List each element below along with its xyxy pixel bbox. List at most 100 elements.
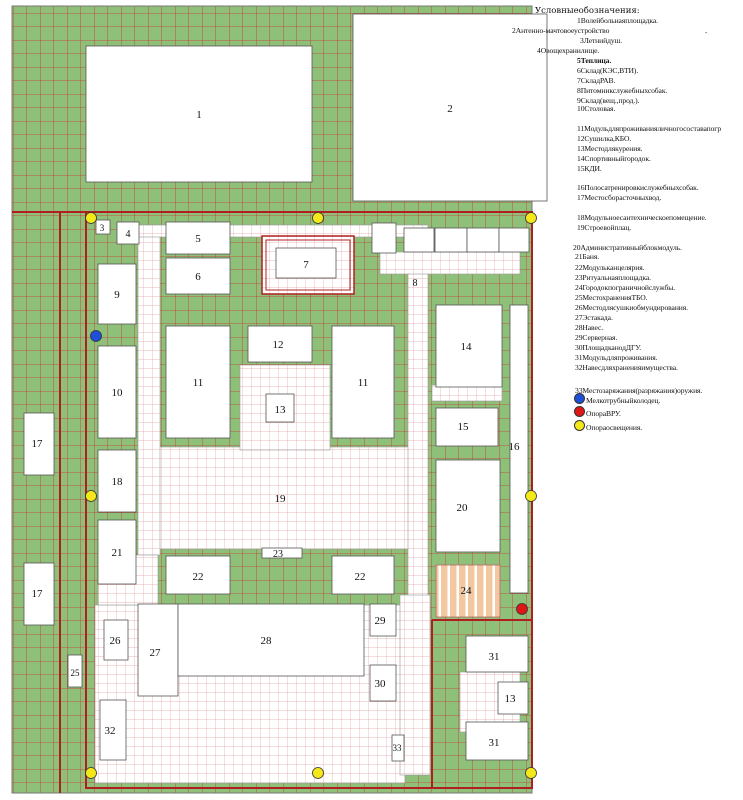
light-pole [85, 212, 97, 224]
building-4 [116, 221, 140, 245]
legend-item: 4Овощехранилище. [537, 46, 600, 55]
building-13-top [265, 393, 295, 423]
legend-item: 5Теплица. [577, 56, 612, 65]
building-9 [97, 263, 137, 325]
building-6 [165, 257, 231, 295]
vru-pole [516, 603, 528, 615]
building-27 [137, 603, 179, 697]
poles-and-wells [85, 212, 537, 779]
legend-item: 33Местозаряжания(разряжания)оружия. [575, 386, 703, 395]
legend-item: 32Навесдляхраненияимущества. [575, 363, 678, 372]
building-22-left [165, 555, 231, 595]
building-26 [103, 619, 129, 661]
building-8-block-a [371, 222, 397, 254]
label-5: 5 [195, 233, 201, 245]
building-29 [369, 603, 397, 637]
light-pole [312, 212, 324, 224]
label-12: 12 [273, 339, 284, 351]
building-17-top [23, 412, 55, 476]
legend-item: 9Склад(вещ.,прод.). [577, 96, 640, 105]
legend-item: 30ПлощадканодДГУ. [575, 343, 642, 352]
legend-item: 26Местодлясушкиобмундирования. [575, 303, 688, 312]
label-24: 24 [461, 585, 473, 597]
building-7 [275, 247, 337, 279]
legend-item: 3Летнийдуш. [580, 36, 623, 45]
legend-item: 23Ритуальнаяплощадка. [575, 273, 651, 282]
label-20: 20 [457, 502, 469, 514]
light-pole [85, 490, 97, 502]
building-23 [261, 547, 303, 559]
label-2: 2 [447, 103, 453, 115]
light-pole [312, 767, 324, 779]
parade-ground-paving [152, 446, 414, 550]
legend-item: 8Питомникслужебныхсобак. [577, 86, 668, 95]
label-9: 9 [114, 289, 120, 301]
legend-item: 17Местосборасточныхвод. [577, 193, 662, 202]
legend-item: 2Антенно-мачтовоеустройство [512, 26, 610, 35]
legend-item: 31Модульдляпроживания. [575, 353, 658, 362]
building-8-block-b [403, 227, 435, 253]
light-pole [525, 767, 537, 779]
building-33 [391, 734, 405, 762]
building-16 [509, 304, 529, 594]
building-2 [352, 13, 548, 202]
label-30: 30 [375, 678, 387, 690]
building-20 [435, 459, 501, 553]
legend-item: 27Эстакада. [575, 313, 613, 322]
building-1 [85, 45, 313, 183]
label-22-left: 22 [193, 571, 204, 583]
label-25: 25 [71, 668, 81, 678]
light-pole [525, 490, 537, 502]
label-21: 21 [112, 547, 123, 559]
building-22-right [331, 555, 395, 595]
legend-symbol-label: Опораосвещения. [586, 423, 643, 432]
legend-item: 6Склад(КЭС,ВТИ). [577, 66, 639, 75]
legend-item: 21Баня. [575, 252, 600, 261]
label-31-top: 31 [489, 651, 500, 663]
light-pole [525, 212, 537, 224]
legend-item: 10Столовая. [577, 104, 616, 113]
legend-item: 12Сушилка,КБО. [577, 134, 632, 143]
legend-item: 24Городокпограничнойслужбы. [575, 283, 676, 292]
legend-item: 25МестохраненияТБО. [575, 293, 648, 302]
legend-item: 7СкладРАВ. [577, 76, 616, 85]
label-6: 6 [195, 271, 201, 283]
building-11-right [331, 325, 395, 439]
path-left-vertical [137, 224, 161, 556]
building-17-bottom [23, 562, 55, 626]
building-14 [435, 304, 503, 388]
legend-item: 20Административныйблокмодуль. [573, 243, 682, 252]
label-33: 33 [393, 743, 403, 753]
label-3: 3 [100, 223, 105, 233]
label-10: 10 [112, 387, 124, 399]
building-8-block-e [498, 227, 530, 253]
building-13-bottom [497, 681, 529, 715]
building-21 [97, 519, 137, 585]
legend-symbol-label: ОпораВРУ. [586, 409, 621, 418]
label-18: 18 [112, 476, 124, 488]
legend-item: 1Волейбольнаяплощадка. [577, 16, 658, 25]
plan-labels: 1 2 3 4 5 6 7 8 9 10 11 11 12 13 14 15 1… [32, 103, 521, 753]
legend-light-dot [574, 420, 585, 431]
label-17-top: 17 [32, 438, 44, 450]
legend-item: 14Спортивныйгородок. [577, 154, 651, 163]
legend-item: 11Модульдляпроживанияличногосоставапогр [577, 124, 722, 133]
label-14: 14 [461, 341, 473, 353]
path-under-8 [399, 594, 431, 776]
label-23: 23 [273, 549, 283, 560]
legend-item: 18Модульноесантехническоепомещение. [577, 213, 707, 222]
legend-item: 13Местодлякурения. [577, 144, 643, 153]
legend-dash: - [705, 30, 708, 37]
label-29: 29 [375, 615, 387, 627]
building-31-bottom [465, 721, 529, 761]
legend-item: 15КДИ. [577, 164, 602, 173]
building-8-block-d [466, 227, 500, 253]
light-pole [85, 767, 97, 779]
label-1: 1 [196, 109, 202, 121]
building-11-left [165, 325, 231, 439]
legend-item: 22Модульканцелярия. [575, 263, 645, 272]
label-4: 4 [126, 229, 131, 240]
label-27: 27 [150, 647, 162, 659]
label-19: 19 [275, 493, 287, 505]
